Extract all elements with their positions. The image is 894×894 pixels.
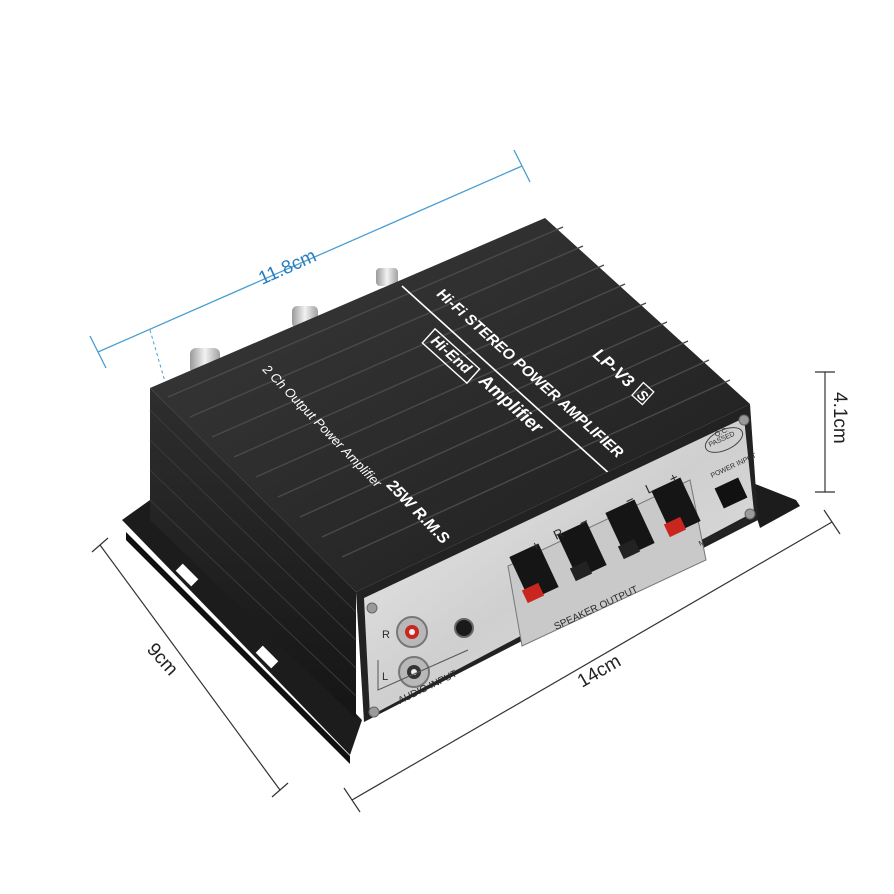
left-side <box>149 388 357 718</box>
dimension-height: 4.1cm <box>815 371 850 493</box>
dimension-depth-label: 9cm <box>142 639 182 680</box>
rca-input-left <box>398 656 430 688</box>
input-r-label: R <box>382 629 390 641</box>
terminal-r-minus <box>557 521 607 582</box>
aux-jack <box>454 618 474 638</box>
dimension-top-label: 11.8cm <box>255 246 319 290</box>
top-heatsink: Hi-Fi STEREO POWER AMPLIFIER Hi-End Ampl… <box>150 218 750 592</box>
mounting-flange <box>122 480 800 764</box>
terminal-r-plus <box>509 543 559 604</box>
terminal-l-plus <box>651 477 701 538</box>
dimension-height-label: 4.1cm <box>829 392 850 444</box>
rca-input-right <box>396 616 428 648</box>
hi-end-badge-frame <box>421 327 481 385</box>
dc-power-jack <box>714 477 748 509</box>
model-suffix-frame <box>631 381 655 406</box>
terminal-l-minus <box>605 499 655 560</box>
input-l-label: L <box>382 671 388 683</box>
